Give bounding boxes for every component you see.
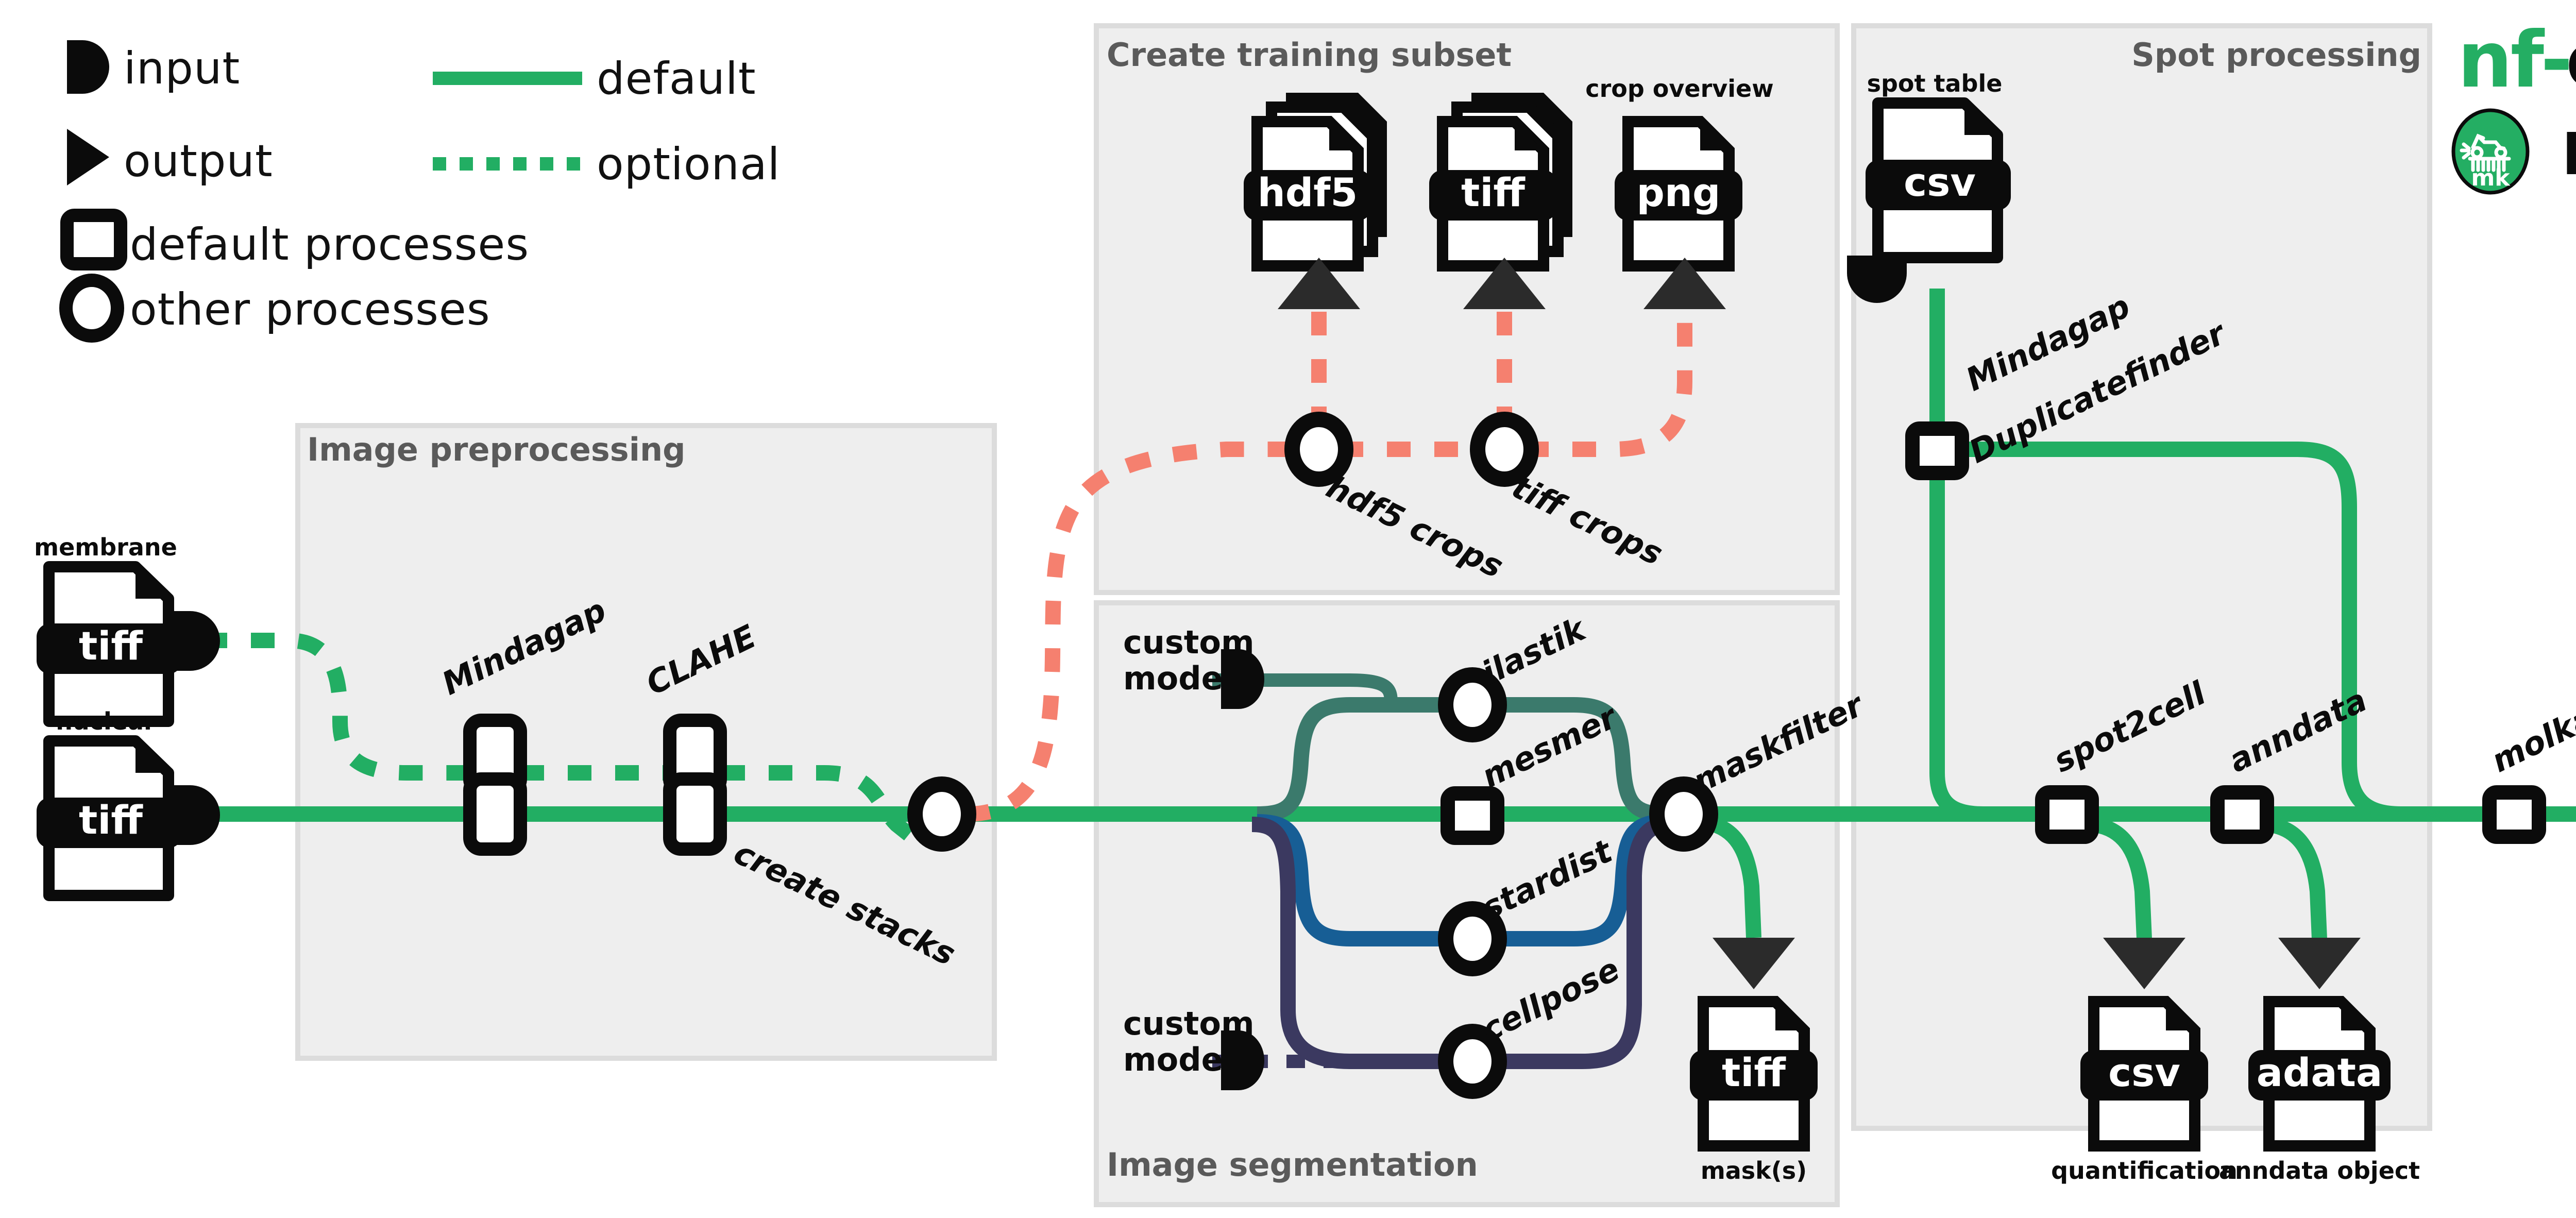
square-process-icon <box>60 209 127 270</box>
legend-label-line-optional: optional <box>597 139 781 190</box>
legend-item-line-optional: optional <box>433 139 781 190</box>
input-marker-icon-ilastik-model <box>1221 649 1264 709</box>
molkart-badge-icon: mk <box>2451 108 2530 195</box>
input-marker-icon <box>67 40 109 94</box>
output-arrow-icon-anndata-object <box>2278 938 2361 989</box>
input-ext-spot-table: csv <box>1904 159 1976 205</box>
legend-label-line-default: default <box>597 53 756 105</box>
legend-label-other-processes: other processes <box>130 284 490 335</box>
molkart-badge-label: mk <box>2471 165 2511 191</box>
legend: input output default processes other pro… <box>59 40 781 343</box>
edge-branch-ilastik <box>1257 697 1448 822</box>
input-file-membrane[interactable]: membrane tiff <box>34 533 220 721</box>
output-file-hdf5: hdf5 <box>1244 93 1387 272</box>
logo-core: core/ <box>2566 15 2576 105</box>
output-caption-quantification: quantification <box>2051 1157 2238 1185</box>
input-ext-nuclear: tiff <box>79 797 143 843</box>
output-ext-anndata-object: adata <box>2257 1050 2383 1095</box>
panel-title-training-subset: Create training subset <box>1107 36 1512 74</box>
input-caption-spot-table: spot table <box>1867 70 2003 97</box>
input-caption-nuclear: nuclear <box>56 707 156 735</box>
input-file-nuclear[interactable]: nuclear tiff <box>37 707 220 895</box>
input-file-spot-table[interactable]: spot table csv <box>1847 70 2011 303</box>
edge-createstacks-to-hdf5crops <box>965 442 1298 822</box>
output-ext-png: png <box>1637 170 1721 215</box>
edge-duplicatefinder-down <box>1929 466 2040 822</box>
output-arrow-icon-hdf5 <box>1278 258 1360 309</box>
output-file-png: crop overview png <box>1585 75 1774 272</box>
edge-ilastik-to-maskfilter <box>1497 697 1667 822</box>
input-marker-icon-nuclear <box>173 785 220 845</box>
input-marker-icon-cellpose-model <box>1221 1030 1264 1090</box>
panel-title-preprocessing: Image preprocessing <box>307 431 685 468</box>
edge-anndata-to-adata <box>2265 817 2327 939</box>
legend-label-default-processes: default processes <box>130 219 529 270</box>
legend-item-input: input <box>67 40 240 94</box>
nf-core-logo: nf- core/ mk molkart <box>2451 15 2576 195</box>
output-arrow-icon-tiff-crops <box>1463 258 1546 309</box>
panel-title-spot-processing: Spot processing <box>2131 36 2421 74</box>
edge-branch-stardist <box>1257 814 1448 946</box>
input-marker-icon-spot-table <box>1847 256 1907 303</box>
edge-spot2cell-to-csv <box>2090 817 2152 939</box>
legend-item-default-processes: default processes <box>60 209 529 270</box>
legend-item-line-default: default <box>433 53 756 105</box>
edge-branch-cellpose <box>1251 817 1448 1069</box>
custom-model-label-line2-ilastik: model <box>1123 659 1234 697</box>
edge-tiffcrops-to-png <box>1525 309 1692 457</box>
output-ext-hdf5: hdf5 <box>1258 170 1358 215</box>
output-caption-mask-tiff: mask(s) <box>1701 1157 1807 1185</box>
output-arrow-icon-mask <box>1713 938 1795 989</box>
output-file-anndata-object: adata anndata object <box>2219 996 2420 1185</box>
custom-model-cellpose: custom model <box>1123 1005 1264 1090</box>
edge-cellpose-to-maskfilter <box>1497 817 1670 1069</box>
node-label-molkartqc: molkartqc <box>2486 666 2576 780</box>
output-file-quantification: csv quantification <box>2051 996 2238 1185</box>
logo-nf-prefix: nf- <box>2458 15 2571 105</box>
legend-label-input: input <box>124 43 240 94</box>
edge-membrane-to-mindagap <box>204 633 470 781</box>
legend-item-output: output <box>67 129 273 187</box>
panel-image-preprocessing: Image preprocessing <box>295 423 997 1061</box>
output-ext-tiff-crops: tiff <box>1461 170 1526 215</box>
input-marker-icon-membrane <box>173 611 220 671</box>
edge-stardist-to-maskfilter <box>1497 814 1667 946</box>
panel-title-segmentation: Image segmentation <box>1107 1146 1478 1183</box>
logo-pipeline-name: molkart <box>2561 103 2576 193</box>
legend-item-other-processes: other processes <box>59 274 490 343</box>
output-arrow-icon-png <box>1643 258 1726 309</box>
output-ext-quantification: csv <box>2108 1050 2180 1095</box>
output-arrow-icon <box>67 129 109 185</box>
output-caption-png: crop overview <box>1585 75 1773 103</box>
output-file-tiff-crops: tiff <box>1429 93 1572 272</box>
input-ext-membrane: tiff <box>79 623 143 669</box>
output-arrow-icon-quantification <box>2103 938 2185 989</box>
output-ext-mask-tiff: tiff <box>1722 1050 1786 1095</box>
custom-model-ilastik: custom model <box>1123 623 1264 709</box>
edge-custommodel-to-ilastik <box>1212 673 1448 712</box>
custom-model-label-line2-cellpose: model <box>1123 1041 1234 1078</box>
edge-duplicatefinder-right <box>1964 442 2401 822</box>
input-caption-membrane: membrane <box>34 533 177 561</box>
output-file-mask-tiff: tiff mask(s) <box>1690 996 1818 1185</box>
circle-process-icon <box>59 274 124 343</box>
output-caption-anndata-object: anndata object <box>2219 1157 2420 1185</box>
legend-label-output: output <box>124 136 273 187</box>
